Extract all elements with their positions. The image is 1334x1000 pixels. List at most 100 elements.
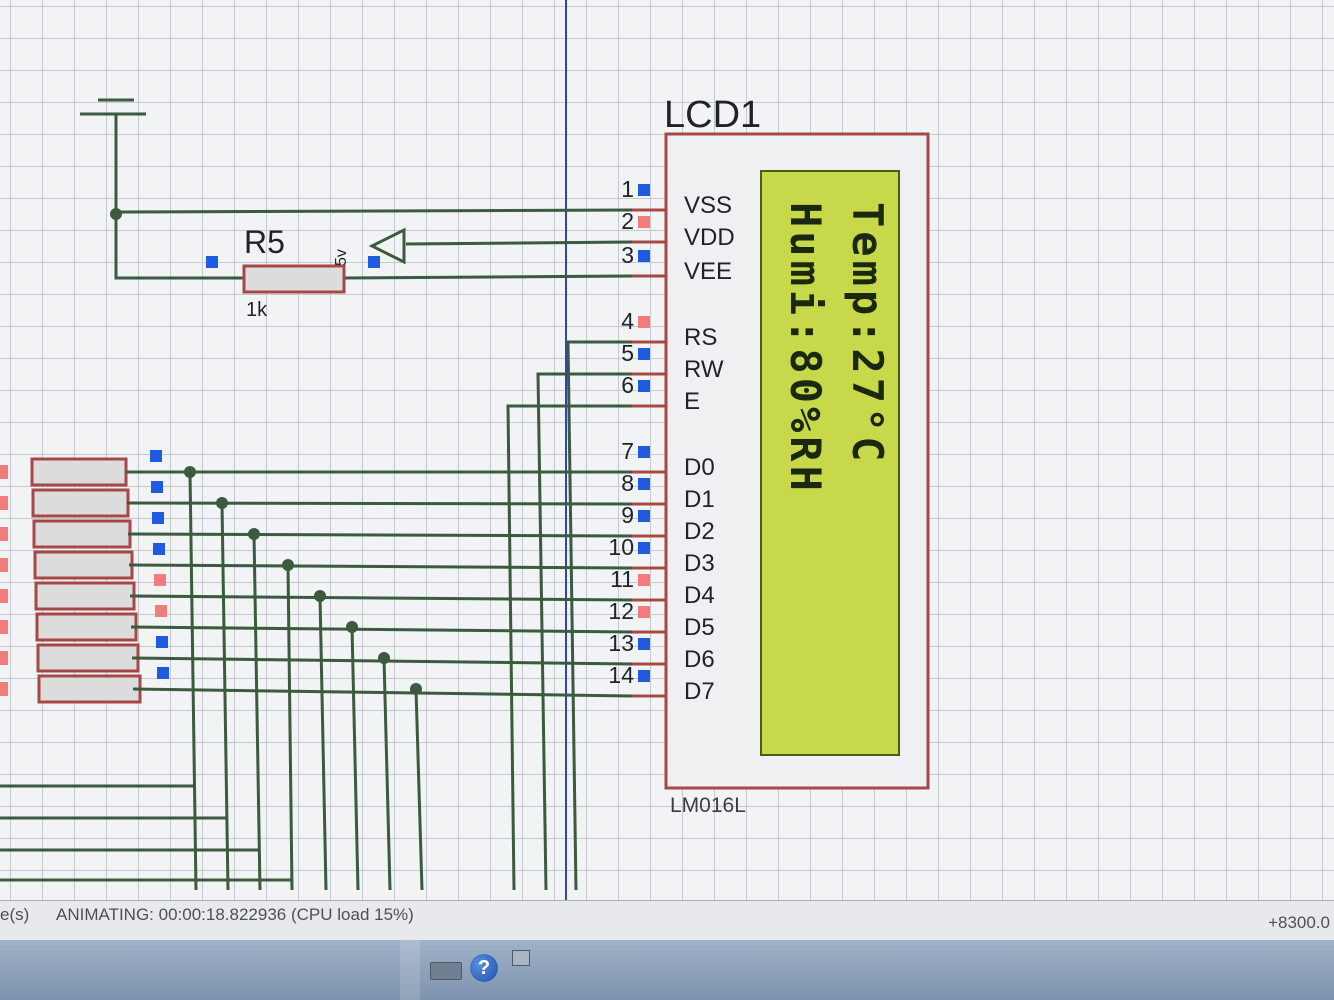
vee-wire bbox=[343, 274, 633, 280]
lcd-pin-number: 6 bbox=[621, 372, 634, 398]
pullup-resistor bbox=[33, 550, 134, 580]
pullup-pin-state bbox=[0, 527, 8, 541]
data-bus-wire bbox=[126, 501, 633, 506]
resistor-value-label: 1k bbox=[246, 299, 268, 321]
lcd-pin-state-d7 bbox=[638, 670, 650, 682]
pullup-resistor bbox=[32, 519, 132, 549]
data-bus-drop-wire bbox=[382, 657, 392, 891]
resistor-r5 bbox=[242, 264, 346, 294]
lcd-model-label: LM016L bbox=[670, 794, 746, 817]
data-bus-wire bbox=[130, 625, 633, 634]
pullup-resistor bbox=[36, 643, 140, 673]
pullup-resistor bbox=[37, 674, 142, 704]
pullup-resistor bbox=[35, 612, 138, 642]
lcd-pin-number: 3 bbox=[621, 242, 634, 268]
lcd-pin-number: 2 bbox=[621, 208, 634, 234]
ground-wire bbox=[114, 114, 244, 280]
lcd-pin-state-vee bbox=[638, 250, 650, 262]
lcd-pin-state-d5 bbox=[638, 606, 650, 618]
lcd-pin-name: D5 bbox=[684, 614, 715, 641]
taskbar-divider bbox=[400, 940, 420, 1000]
lcd-pin-state-d3 bbox=[638, 542, 650, 554]
lcd-title: LCD1 bbox=[664, 94, 762, 136]
data-bus-wire bbox=[128, 563, 633, 570]
pullup-pin-state bbox=[154, 574, 166, 586]
lcd-line-2: Humi:80%RH bbox=[781, 202, 830, 495]
pullup-resistor bbox=[34, 581, 136, 611]
pullup-pin-state bbox=[153, 543, 165, 555]
lcd-pin-name: RW bbox=[684, 356, 724, 383]
lcd-pin-name: D3 bbox=[684, 550, 715, 577]
vdd-wire bbox=[405, 240, 633, 246]
lcd-pin-state-d1 bbox=[638, 478, 650, 490]
lcd-pin-name: D4 bbox=[684, 582, 715, 609]
data-bus-drop-wire bbox=[252, 533, 262, 891]
lcd-pin-number: 1 bbox=[621, 176, 634, 202]
lcd-pin-name: D0 bbox=[684, 454, 715, 481]
data-bus-drop-wire bbox=[350, 626, 360, 891]
pullup-pin-state bbox=[0, 496, 8, 510]
lcd-pin-number: 4 bbox=[621, 308, 634, 334]
lcd-pin-number: 12 bbox=[608, 598, 634, 624]
resistor-pin-state bbox=[368, 256, 380, 268]
lcd-pin-state-d4 bbox=[638, 574, 650, 586]
lcd-pin-number: 11 bbox=[610, 566, 634, 592]
pullup-pin-state bbox=[156, 636, 168, 648]
lcd-pin-name: VEE bbox=[684, 258, 733, 285]
lcd-pin-state-d0 bbox=[638, 446, 650, 458]
pullup-pin-state bbox=[150, 450, 162, 462]
rs-wire bbox=[566, 340, 632, 891]
data-bus-drop-wire bbox=[414, 688, 424, 891]
lcd-pin-number: 7 bbox=[621, 438, 634, 464]
animation-status: ANIMATING: 00:00:18.822936 (CPU load 15%… bbox=[56, 905, 414, 924]
data-bus-wire bbox=[127, 532, 633, 538]
lcd-pin-state-vdd bbox=[638, 216, 650, 228]
pullup-pin-state bbox=[0, 682, 8, 696]
lcd-pin-number: 5 bbox=[621, 340, 634, 366]
pullup-pin-state bbox=[155, 605, 167, 617]
data-bus-drop-wire bbox=[286, 564, 294, 891]
pullup-pin-state bbox=[0, 465, 8, 479]
status-prefix: e(s) bbox=[0, 905, 30, 924]
lcd-screen: Temp:27°C Humi:80%RH bbox=[760, 170, 900, 756]
lcd-pin-number: 13 bbox=[608, 630, 634, 656]
pullup-pin-state bbox=[0, 620, 8, 634]
pullup-pin-state bbox=[0, 589, 8, 603]
restore-window-icon[interactable] bbox=[512, 950, 530, 966]
supply-voltage-label: 5v bbox=[333, 249, 350, 266]
lcd-pin-name: E bbox=[684, 388, 701, 415]
data-bus-wire bbox=[129, 594, 633, 602]
pullup-pin-state bbox=[0, 558, 8, 572]
pullup-resistor bbox=[30, 457, 128, 487]
pullup-pin-state bbox=[0, 651, 8, 665]
lcd-pin-state-vss bbox=[638, 184, 650, 196]
data-bus-drop-wire bbox=[220, 502, 230, 891]
keyboard-icon[interactable] bbox=[430, 962, 462, 980]
lcd-pin-name: D6 bbox=[684, 646, 715, 673]
lcd-pin-name: D7 bbox=[684, 678, 715, 705]
lcd-pin-number: 9 bbox=[621, 502, 634, 528]
lcd-pin-name: D2 bbox=[684, 518, 715, 545]
data-bus-drop-wire bbox=[188, 471, 198, 891]
lcd-pin-name: VSS bbox=[684, 192, 733, 219]
lcd-pin-name: D1 bbox=[684, 486, 715, 513]
lcd-pin-state-d2 bbox=[638, 510, 650, 522]
lcd-pin-state-rw bbox=[638, 348, 650, 360]
lcd-pin-number: 8 bbox=[621, 470, 634, 496]
pullup-pin-state bbox=[152, 512, 164, 524]
lcd-pin-state-d6 bbox=[638, 638, 650, 650]
lcd-pin-name: VDD bbox=[684, 224, 735, 251]
status-bar: e(s) ANIMATING: 00:00:18.822936 (CPU loa… bbox=[0, 900, 1334, 941]
taskbar: ? bbox=[0, 940, 1334, 1000]
resistor-ref-label: R5 bbox=[244, 224, 285, 260]
data-bus-wire bbox=[132, 687, 633, 698]
pullup-pin-state bbox=[157, 667, 169, 679]
rw-wire bbox=[536, 372, 632, 891]
lcd-pin-state-rs bbox=[638, 316, 650, 328]
lcd-pin-number: 14 bbox=[608, 662, 634, 688]
help-icon[interactable]: ? bbox=[470, 954, 498, 982]
e-wire bbox=[506, 404, 632, 891]
junction bbox=[110, 208, 122, 220]
cursor-coordinate: +8300.0 bbox=[1268, 913, 1330, 932]
